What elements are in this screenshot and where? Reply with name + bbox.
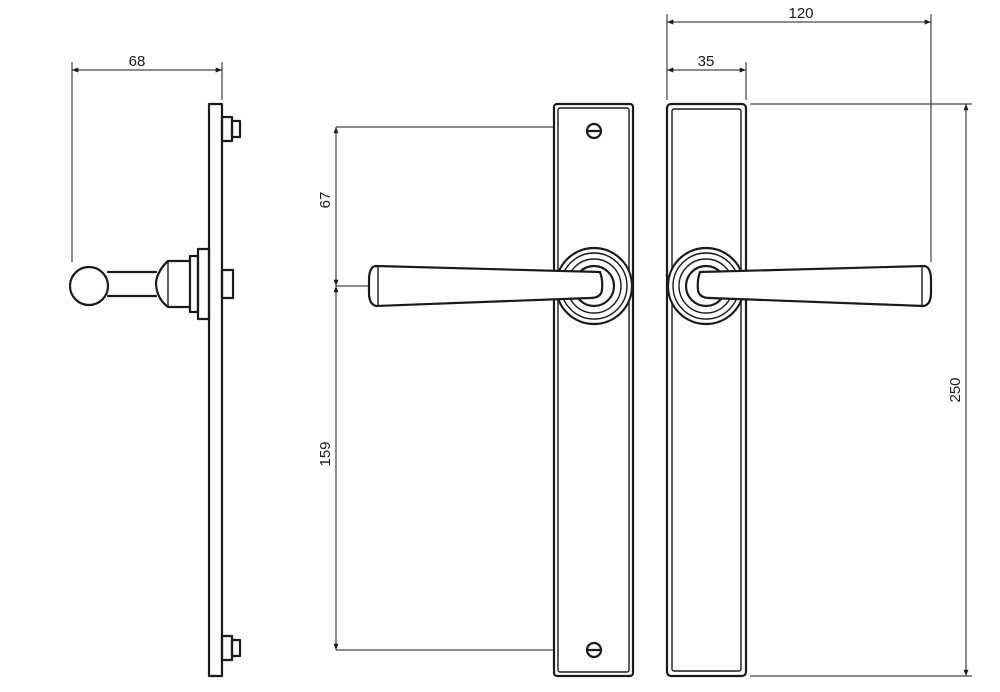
side-backplate xyxy=(207,102,224,678)
dim-side-projection: 68 xyxy=(71,53,223,262)
dim-plate-height: 250 xyxy=(750,103,972,677)
dim-label-120: 120 xyxy=(788,5,813,22)
dim-label-159: 159 xyxy=(317,441,334,466)
side-top-fixing xyxy=(220,115,242,143)
side-view: 68 xyxy=(68,53,242,678)
right-backplate-inner xyxy=(671,108,742,672)
front-backplate-inner xyxy=(557,107,630,673)
dim-vertical-chain: 67 159 xyxy=(317,126,554,651)
side-bottom-fixing xyxy=(220,634,242,662)
dim-label-250: 250 xyxy=(947,377,964,402)
dim-label-35: 35 xyxy=(698,53,715,70)
side-lever-end xyxy=(68,265,110,307)
screw-bottom xyxy=(585,641,603,659)
dim-label-67: 67 xyxy=(317,192,334,209)
dim-label-68: 68 xyxy=(129,53,146,70)
front-backplate-outer xyxy=(552,102,635,678)
front-view-right: 120 35 250 xyxy=(665,5,972,678)
side-collar xyxy=(106,259,192,309)
front-lever-left xyxy=(367,264,604,308)
dim-plate-width: 35 xyxy=(667,53,747,100)
dim-overall-width: 120 xyxy=(666,5,932,262)
right-backplate-outer xyxy=(665,102,748,678)
front-lever-right xyxy=(696,264,933,308)
screw-top xyxy=(585,122,603,140)
front-view-left: 67 159 xyxy=(317,102,635,678)
side-rose xyxy=(188,247,235,321)
